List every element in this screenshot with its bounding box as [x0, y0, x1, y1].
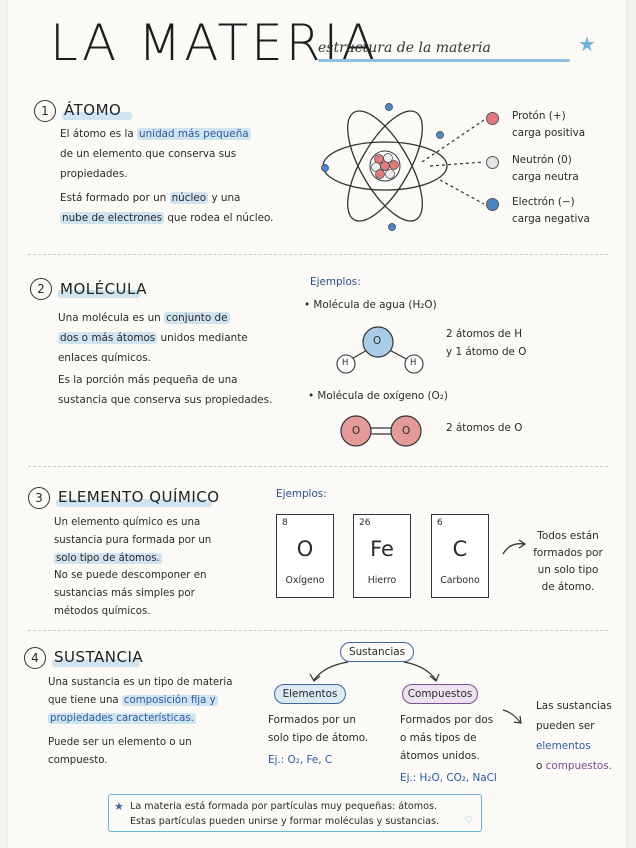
section-number: 1 [34, 100, 56, 122]
oxygen-label: O [373, 335, 382, 347]
section-title: ÁTOMO [64, 101, 122, 119]
oxygen-note: 2 átomos de O [446, 422, 523, 434]
title-highlight [62, 112, 132, 120]
page-subtitle: estructura de la materia [318, 40, 491, 56]
electron-dot [486, 198, 499, 211]
subtitle-underline [318, 59, 570, 62]
section-title: MOLÉCULA [60, 280, 147, 298]
section-number: 3 [28, 487, 50, 509]
oxygen-molecule [340, 415, 422, 447]
oxygen-label: O [402, 425, 411, 437]
legend-leaders [421, 119, 485, 205]
sustancia-side-note: Las sustancias pueden ser elementos o co… [536, 700, 612, 772]
divider [28, 254, 608, 255]
hydrogen-label: H [342, 358, 349, 368]
compounds-pill: Compuestos [402, 684, 478, 704]
elemento-side-note: Todos están formados por un solo tipo de… [533, 530, 603, 593]
molecula-text: Una molécula es un conjunto de dos o más… [58, 312, 273, 406]
water-molecule [336, 326, 424, 374]
star-icon: ★ [578, 32, 596, 56]
title-highlight [58, 290, 140, 298]
title-highlight [56, 499, 212, 507]
divider [28, 630, 608, 631]
legend-proton: Protón (+)carga positiva [512, 110, 586, 139]
section-number: 2 [30, 278, 52, 300]
summary-text: La materia está formada por partículas m… [130, 801, 440, 827]
section-number: 4 [24, 647, 46, 669]
legend-electron: Electrón (−)carga negativa [512, 196, 590, 225]
curved-arrow-icon [502, 539, 527, 555]
tree-root-pill: Sustancias [340, 642, 414, 662]
notebook-page [8, 0, 626, 848]
oxygen-label: O [352, 425, 361, 437]
page-title: LA MATERIA [50, 14, 379, 72]
divider [28, 466, 608, 467]
elements-description: Formados por un solo tipo de átomo. Ej.:… [268, 714, 369, 766]
water-note-2: y 1 átomo de O [446, 346, 527, 358]
star-icon: ★ [114, 800, 124, 813]
element-card-iron: 26 Fe Hierro [353, 514, 411, 598]
element-card-oxygen: 8 O Oxígeno [276, 514, 334, 598]
element-card-carbon: 6 C Carbono [431, 514, 489, 598]
examples-heading: Ejemplos: [276, 488, 327, 500]
hydrogen-label: H [410, 358, 417, 368]
examples-heading: Ejemplos: [310, 276, 361, 288]
sustancia-text: Una sustancia es un tipo de materia que … [48, 677, 233, 766]
section-title: ELEMENTO QUÍMICO [58, 488, 220, 506]
elemento-text: Un elemento químico es una sustancia pur… [54, 517, 212, 617]
example-oxygen: • Molécula de oxígeno (O₂) [308, 390, 448, 402]
summary-note [108, 794, 482, 832]
legend-neutron: Neutrón (0)carga neutra [512, 154, 579, 183]
water-note-1: 2 átomos de H [446, 328, 523, 340]
title-highlight [52, 659, 140, 667]
example-water: • Molécula de agua (H₂O) [304, 299, 437, 311]
elements-pill: Elementos [274, 684, 346, 704]
neutron-dot [486, 156, 499, 169]
atom-diagram [321, 103, 448, 231]
arrow-icon [502, 709, 522, 724]
atomo-text: El átomo es la unidad más pequeña de un … [60, 128, 274, 224]
section-title: SUSTANCIA [54, 648, 144, 666]
heart-icon: ♡ [464, 815, 473, 826]
tree-arrows [309, 661, 440, 682]
proton-dot [486, 112, 499, 125]
compounds-description: Formados por dos o más tipos de átomos u… [400, 714, 497, 784]
